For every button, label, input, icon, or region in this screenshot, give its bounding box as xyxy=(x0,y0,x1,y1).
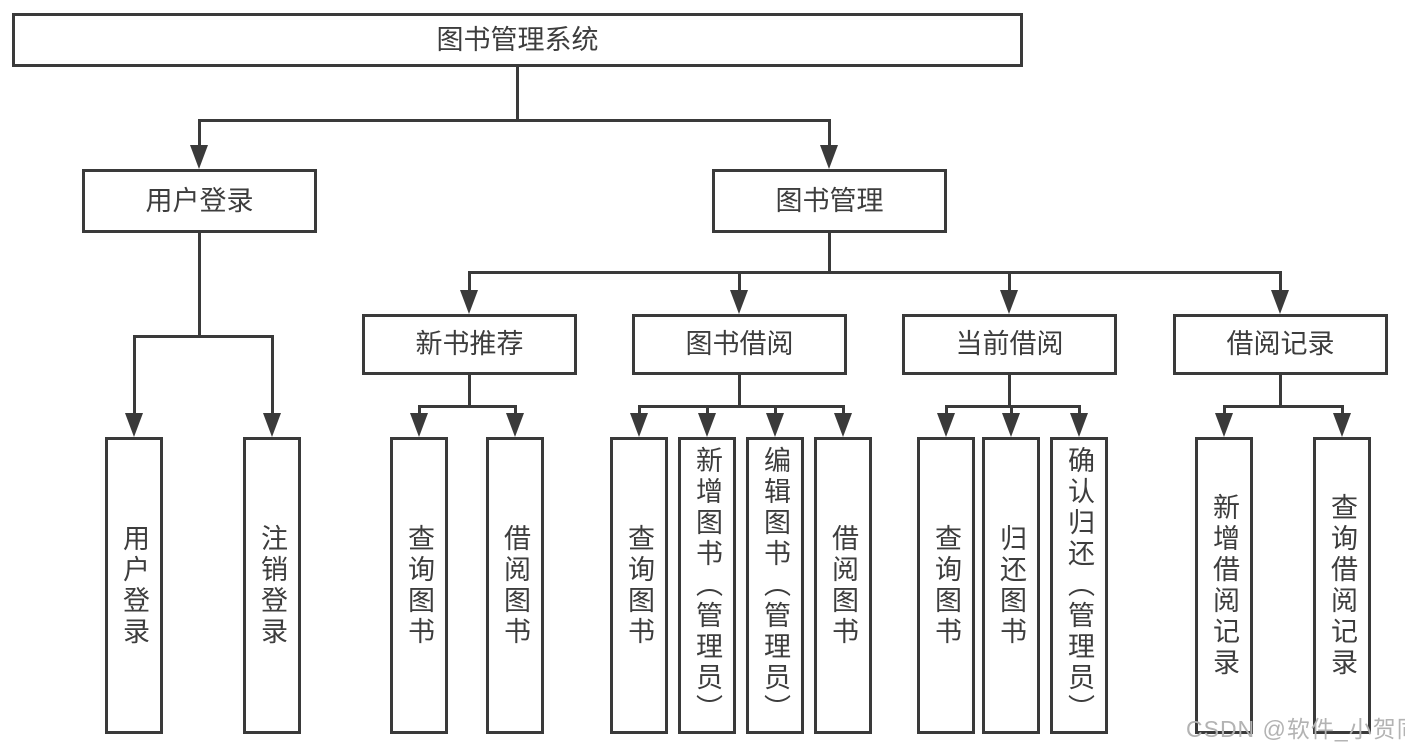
leaf-cb-confirm-return-admin: 确认归还（管理员） xyxy=(1050,437,1108,734)
connector-line xyxy=(1279,375,1282,408)
connector-line xyxy=(514,405,517,417)
connector-line xyxy=(774,405,777,417)
connector-line xyxy=(1279,271,1282,293)
arrowhead-down-icon xyxy=(1333,413,1351,437)
connector-line xyxy=(418,405,421,417)
connector-line xyxy=(418,405,517,408)
connector-line xyxy=(945,405,948,417)
arrowhead-down-icon xyxy=(698,413,716,437)
connector-line xyxy=(133,335,136,416)
connector-line xyxy=(133,335,274,338)
connector-line xyxy=(468,375,471,408)
arrowhead-down-icon xyxy=(766,413,784,437)
arrowhead-down-icon xyxy=(630,413,648,437)
connector-line xyxy=(706,405,709,417)
connector-line xyxy=(468,271,471,293)
arrowhead-down-icon xyxy=(820,145,838,169)
connector-line xyxy=(198,119,831,122)
leaf-br-add-record: 新增借阅记录 xyxy=(1195,437,1253,734)
leaf-user-login: 用户登录 xyxy=(105,437,163,734)
leaf-logout: 注销登录 xyxy=(243,437,301,734)
arrowhead-down-icon xyxy=(834,413,852,437)
connector-line xyxy=(1078,405,1081,417)
arrowhead-down-icon xyxy=(506,413,524,437)
node-user-login: 用户登录 xyxy=(82,169,317,233)
leaf-nb-query-books: 查询图书 xyxy=(390,437,448,734)
connector-line xyxy=(738,375,741,408)
arrowhead-down-icon xyxy=(263,413,281,437)
leaf-br-query-record: 查询借阅记录 xyxy=(1313,437,1371,734)
node-borrow-records: 借阅记录 xyxy=(1173,314,1388,375)
connector-line xyxy=(638,405,844,408)
leaf-bb-add-books-admin: 新增图书（管理员） xyxy=(678,437,736,734)
node-current-borrow: 当前借阅 xyxy=(902,314,1117,375)
connector-line xyxy=(638,405,641,417)
leaf-bb-query-books: 查询图书 xyxy=(610,437,668,734)
arrowhead-down-icon xyxy=(460,290,478,314)
connector-line xyxy=(271,335,274,416)
arrowhead-down-icon xyxy=(1070,413,1088,437)
leaf-nb-borrow-books: 借阅图书 xyxy=(486,437,544,734)
connector-line xyxy=(1223,405,1226,417)
connector-line xyxy=(738,271,741,293)
arrowhead-down-icon xyxy=(1215,413,1233,437)
arrowhead-down-icon xyxy=(1002,413,1020,437)
connector-line xyxy=(1008,375,1011,408)
connector-line xyxy=(516,66,519,121)
node-new-book-recommend: 新书推荐 xyxy=(362,314,577,375)
leaf-bb-edit-books-admin: 编辑图书（管理员） xyxy=(746,437,804,734)
arrowhead-down-icon xyxy=(410,413,428,437)
arrowhead-down-icon xyxy=(1271,290,1289,314)
node-book-management: 图书管理 xyxy=(712,169,947,233)
connector-line xyxy=(1341,405,1344,417)
connector-line xyxy=(198,119,201,149)
connector-line xyxy=(842,405,845,417)
connector-line xyxy=(198,233,201,338)
connector-line xyxy=(1223,405,1343,408)
node-root: 图书管理系统 xyxy=(12,13,1023,67)
connector-line xyxy=(468,271,1282,274)
arrowhead-down-icon xyxy=(190,145,208,169)
node-book-borrow: 图书借阅 xyxy=(632,314,847,375)
arrowhead-down-icon xyxy=(1000,290,1018,314)
connector-line xyxy=(1010,405,1013,417)
leaf-cb-query-books: 查询图书 xyxy=(917,437,975,734)
leaf-bb-borrow-books: 借阅图书 xyxy=(814,437,872,734)
arrowhead-down-icon xyxy=(730,290,748,314)
leaf-cb-return-books: 归还图书 xyxy=(982,437,1040,734)
connector-line xyxy=(828,233,831,274)
watermark: CSDN @软件_小贺同学 xyxy=(1186,716,1405,742)
connector-line xyxy=(828,119,831,149)
connector-line xyxy=(1008,271,1011,293)
arrowhead-down-icon xyxy=(937,413,955,437)
arrowhead-down-icon xyxy=(125,413,143,437)
